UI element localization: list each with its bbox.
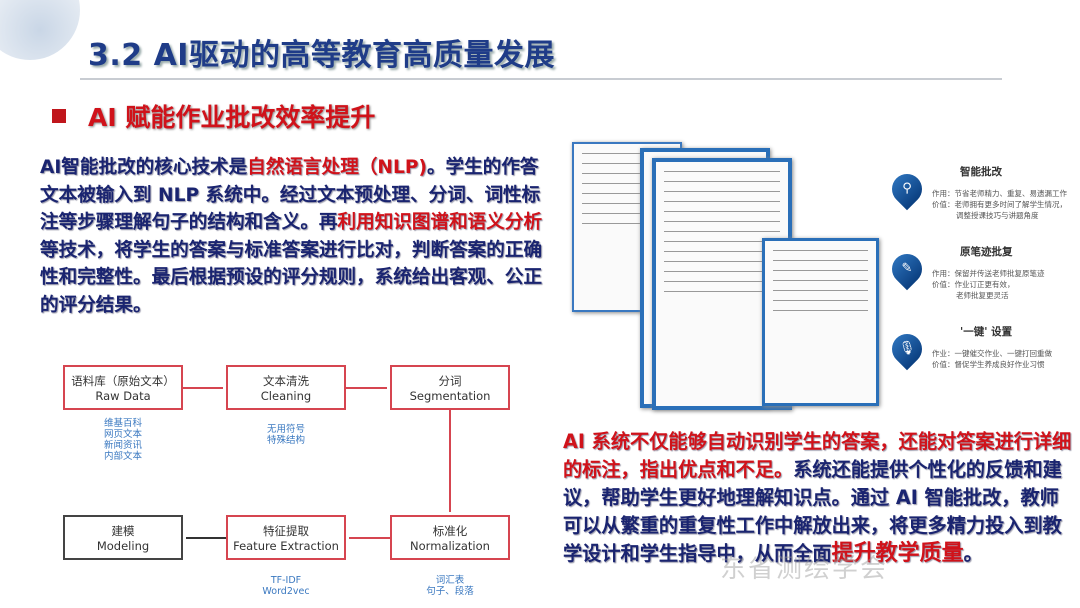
feature-line: 价值：督促学生养成良好作业习惯 — [932, 360, 1045, 369]
intro-highlight: 利用知识图谱和语义分析 — [337, 212, 543, 233]
flow-note-normalization: 词汇表句子、段落 — [390, 575, 510, 597]
box-label-zh: 分词 — [438, 374, 462, 388]
box-label-en: Cleaning — [260, 389, 312, 403]
feature-line: 作用：保留并传送老师批复原笔迹 — [932, 269, 1045, 278]
feature-list: ⚲ 智能批改 作用：节省老师精力、重复、易遗漏工作 价值：老师拥有更多时间了解学… — [882, 160, 1080, 392]
summary-highlight: 提升教学质量 — [831, 541, 964, 566]
box-label-en: Segmentation — [409, 389, 491, 403]
grading-app-screenshots — [570, 140, 880, 410]
box-label-zh: 标准化 — [432, 524, 468, 538]
feature-title: 原笔迹批复 — [960, 246, 1013, 258]
watermark: 东省测绘学会 — [720, 554, 889, 584]
box-label-en: Raw Data — [95, 389, 151, 403]
flow-note-cleaning: 无用符号特殊结构 — [226, 424, 346, 446]
summary-text: 。 — [963, 542, 983, 565]
slide-title: 3.2 AI驱动的高等教育高质量发展 — [88, 38, 555, 73]
intro-text: 。学生的作答文本被输入到 NLP 系统中。经过文本预处理、分词、词性标注等步骤理… — [40, 157, 541, 233]
flow-note-raw: 维基百科网页文本新闻资讯内部文本 — [63, 418, 183, 462]
note-line: 特殊结构 — [266, 435, 305, 446]
feature-line: 作业：一键催交作业、一键打回重做 — [932, 349, 1052, 358]
feature-item: 🎙 '一键' 设置 作业：一键催交作业、一键打回重做 价值：督促学生养成良好作业… — [882, 320, 1080, 390]
note-line: 维基百科 — [103, 418, 142, 429]
summary-text: 系统还能提供个性化的反馈和建议，帮助学生更好地理解知识点。通过 AI 智能批改，… — [563, 458, 1062, 565]
microphone-icon: 🎙 — [885, 327, 929, 371]
search-icon: ⚲ — [885, 167, 929, 211]
summary-highlight: AI 系统不仅能够自动识别学生的答案，还能对答案进行详细的标注，指出优点和不足。 — [563, 430, 1072, 481]
section-heading: AI 赋能作业批改效率提升 — [52, 98, 375, 134]
worksheet-image — [762, 238, 879, 406]
note-line: TF-IDF — [270, 575, 302, 586]
feature-title: '一键' 设置 — [960, 326, 1013, 338]
note-line: 新闻资讯 — [103, 440, 142, 451]
note-line: 句子、段落 — [426, 586, 474, 597]
arrow-right — [346, 387, 387, 389]
intro-paragraph: AI智能批改的核心技术是自然语言处理（NLP)。学生的作答文本被输入到 NLP … — [40, 154, 550, 319]
box-label-zh: 语料库（原始文本） — [71, 374, 175, 388]
feature-line: 调整授课技巧与讲题角度 — [956, 211, 1039, 220]
feature-line: 价值：老师拥有更多时间了解学生情况， — [932, 200, 1067, 209]
feature-line: 作用：节省老师精力、重复、易遗漏工作 — [932, 189, 1067, 198]
title-divider — [80, 78, 1002, 80]
note-line: Word2vec — [262, 586, 310, 597]
feature-line: 价值：作业订正更有效， — [932, 280, 1015, 289]
feature-title: 智能批改 — [960, 166, 1002, 178]
feature-item: ✎ 原笔迹批复 作用：保留并传送老师批复原笔迹 价值：作业订正更有效， 老师批复… — [882, 240, 1080, 318]
box-label-zh: 文本清洗 — [263, 374, 309, 388]
box-label-zh: 特征提取 — [263, 524, 309, 538]
corner-decoration — [0, 0, 80, 60]
intro-highlight: 自然语言处理（NLP) — [247, 157, 427, 178]
square-bullet-icon — [52, 109, 66, 123]
box-label-en: Modeling — [96, 539, 150, 553]
intro-text: AI智能批改的核心技术是 — [40, 157, 248, 178]
arrow-down — [449, 410, 451, 512]
feature-item: ⚲ 智能批改 作用：节省老师精力、重复、易遗漏工作 价值：老师拥有更多时间了解学… — [882, 160, 1080, 238]
pen-icon: ✎ — [885, 247, 929, 291]
box-label-zh: 建模 — [111, 524, 135, 538]
section-heading-text: AI 赋能作业批改效率提升 — [88, 103, 376, 132]
box-label-en: Feature Extraction — [233, 539, 339, 553]
intro-text: 等技术，将学生的答案与标准答案进行比对，判断答案的正确性和完整性。最后根据预设的… — [40, 239, 543, 316]
arrow-left — [349, 537, 390, 539]
box-label-en: Normalization — [410, 539, 490, 553]
feature-line: 老师批复更灵活 — [956, 291, 1009, 300]
note-line: 词汇表 — [435, 575, 465, 586]
summary-paragraph: AI 系统不仅能够自动识别学生的答案，还能对答案进行详细的标注，指出优点和不足。… — [563, 428, 1073, 568]
flow-box-raw-data: 语料库（原始文本）Raw Data — [63, 365, 183, 410]
arrow-right — [183, 387, 223, 389]
note-line: 网页文本 — [103, 429, 142, 440]
arrow-left — [186, 537, 226, 539]
note-line: 内部文本 — [103, 451, 142, 462]
note-line: 无用符号 — [266, 424, 305, 435]
